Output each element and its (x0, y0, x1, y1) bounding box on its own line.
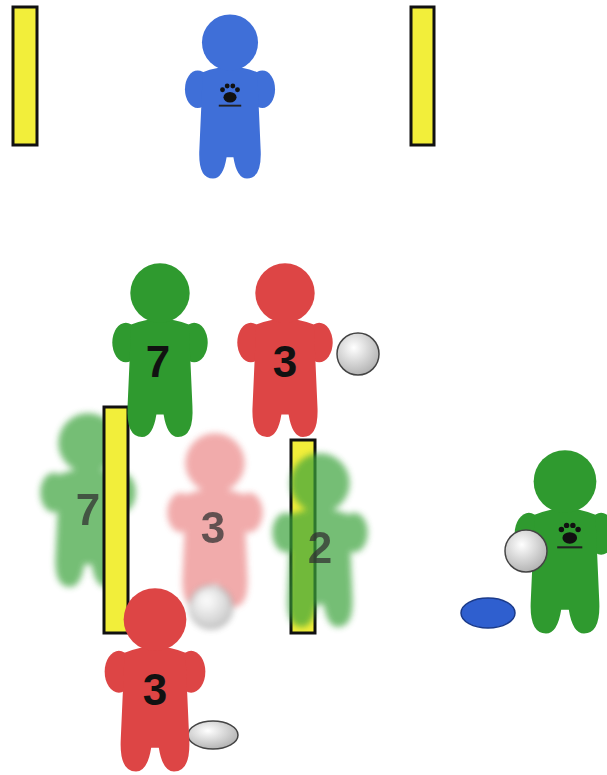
jersey-number: 3 (143, 668, 167, 712)
red-player (105, 588, 206, 771)
ball (188, 721, 238, 749)
blue-disc (461, 598, 515, 628)
jersey-number: 2 (308, 526, 332, 570)
yellow-cone (13, 7, 37, 145)
jersey-number: 3 (273, 340, 297, 384)
yellow-cone (411, 7, 434, 145)
ball (505, 530, 547, 572)
green-player (112, 263, 207, 437)
ghost-player (272, 453, 367, 627)
jersey-number: 7 (76, 488, 100, 532)
blue-player (185, 14, 275, 178)
jersey-number: 7 (146, 340, 170, 384)
red-player (237, 263, 332, 437)
ball (337, 333, 379, 375)
yellow-cone (104, 407, 128, 633)
jersey-number: 3 (201, 506, 225, 550)
